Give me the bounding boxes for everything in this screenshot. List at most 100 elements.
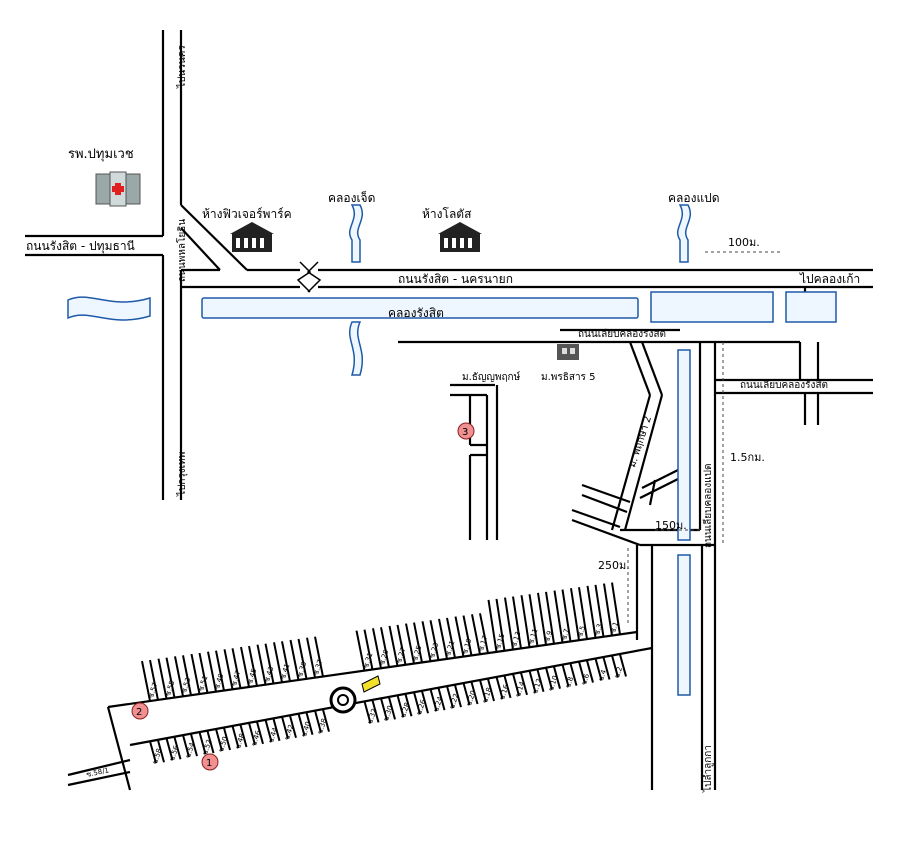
canal-rangsit-label: คลองรังสิต (388, 306, 444, 320)
soi-branch-south (256, 721, 264, 745)
road-canal-side-2-label: ถนนเลียบคลองรังสิต (740, 380, 829, 391)
soi-branch-north (215, 650, 225, 691)
mall-future-label: ห้างฟิวเจอร์พาร์ค (202, 207, 292, 221)
soi-branch-south (248, 722, 256, 746)
soi-branch-south (305, 712, 314, 735)
marker-2: 2 (131, 702, 149, 720)
soi-branch-north (545, 591, 555, 645)
soi-branch-north (165, 657, 176, 698)
soi-branch-south (198, 731, 207, 755)
soi-branch-north (446, 617, 456, 659)
road-rangsit-pathum-label: ถนนรังสิต - ปทุมธานี (26, 239, 135, 253)
soi-branch-north (479, 613, 489, 654)
soi-branch-north (297, 638, 308, 680)
soi-branch-south (429, 688, 438, 712)
soi-branch-south (371, 700, 380, 723)
soi-branch-south (264, 719, 273, 743)
soi-branch-north (174, 656, 184, 697)
location-markers: 1 2 3 (131, 422, 475, 771)
soi-branch-north (248, 645, 258, 687)
soi-branch-south (297, 713, 306, 736)
soi-branch-south (388, 697, 396, 720)
soi-branch-south (231, 725, 240, 749)
soi-branch-south (157, 740, 165, 763)
soi-branch-north (438, 618, 448, 660)
soi-branch-south (545, 667, 553, 690)
soi-branch-north (603, 583, 613, 636)
bridge-break (296, 261, 322, 293)
soi-branch-north (454, 616, 465, 657)
soi-branch-south (281, 716, 289, 740)
svg-text:1: 1 (206, 758, 212, 769)
svg-text:2: 2 (136, 707, 142, 718)
soi-branch-north (495, 598, 506, 652)
mall-lotus-label: ห้างโลตัส (422, 207, 472, 221)
soi-branch-south (602, 657, 611, 680)
distance-250m: 250ม. (598, 559, 630, 572)
soi-branch-north (504, 597, 514, 650)
soi-branch-north (561, 589, 572, 642)
soi-branch-north (273, 642, 283, 683)
marker-1: 1 (201, 753, 219, 771)
soi-branch-south (437, 687, 446, 711)
soi-branch-north (388, 625, 399, 667)
mall-icon (438, 222, 482, 252)
to-lamlukka-label: ไปลำลูกกา (703, 745, 714, 792)
canal-8-label: คลองแปด (668, 191, 720, 205)
soi-branch-north (306, 637, 316, 678)
to-khlong-kao-label: ไปคลองเก้า (800, 272, 861, 286)
soi-branch-south (239, 724, 248, 748)
soi-branch-north (421, 621, 432, 662)
road-rangsit-nakhon-label: ถนนรังสิต - นครนายก (398, 272, 513, 286)
soi-branch-north (405, 623, 415, 664)
marker-3: 3 (457, 422, 475, 440)
soi-branch-south (553, 666, 561, 689)
soi-branch-north (182, 655, 192, 696)
distance-100m: 100ม. (728, 236, 760, 249)
soi-branch-north (314, 636, 324, 677)
soi-branch-north (537, 592, 547, 646)
soi-branch-south (528, 670, 537, 694)
soi-branch-south (503, 675, 512, 699)
soi-branch-south (586, 660, 594, 683)
distance-150m: 150ม. (655, 519, 687, 532)
soi-branch-north (528, 594, 539, 647)
hospital-icon (95, 171, 141, 207)
soi-branch-south (536, 669, 545, 693)
distance-guides (627, 251, 780, 625)
soi-branch-north (512, 596, 522, 649)
village-thanya-label: ม.ธัญญพฤกษ์ (462, 372, 521, 383)
soi-branch-south (396, 695, 405, 718)
canal-7-label: คลองเจ็ด (328, 191, 376, 205)
soi-branch-north (157, 658, 168, 699)
soi-branch-north (281, 641, 291, 682)
to-saraburi-label: ไปนวนคร (177, 45, 188, 88)
soi-branch-south (413, 691, 421, 715)
soi-branch-north (141, 660, 151, 702)
roundabout-icon (329, 686, 357, 714)
mall-icon (230, 222, 274, 252)
soi-branch-north (594, 584, 605, 638)
soi-branch-north (429, 620, 440, 661)
soi-branch-north (264, 643, 275, 684)
soi-branch-north (380, 627, 390, 668)
soi-branch-south (569, 663, 578, 686)
soi-branch-south (479, 679, 487, 703)
soi-branch-south (611, 655, 619, 678)
soi-branch-north (396, 624, 407, 666)
distance-1500m: 1.5กม. (730, 451, 765, 464)
soi-branch-north (586, 585, 597, 639)
road-khlong8-label: ถนนเลียบคลองแปด (703, 463, 714, 548)
soi-branch-south (173, 736, 182, 760)
hospital-label: รพ.ปทุมเวช (68, 147, 134, 162)
soi-branch-south (322, 709, 330, 732)
soi-north-group (141, 582, 621, 702)
soi-branch-north (190, 653, 201, 695)
soi-branch-north (256, 644, 267, 685)
roads (25, 30, 873, 791)
soi-branch-south (182, 734, 190, 758)
soi-branch-north (578, 587, 588, 640)
svg-text:3: 3 (462, 427, 468, 438)
soi-branch-south (223, 727, 231, 751)
soi-branch-south (495, 676, 504, 700)
